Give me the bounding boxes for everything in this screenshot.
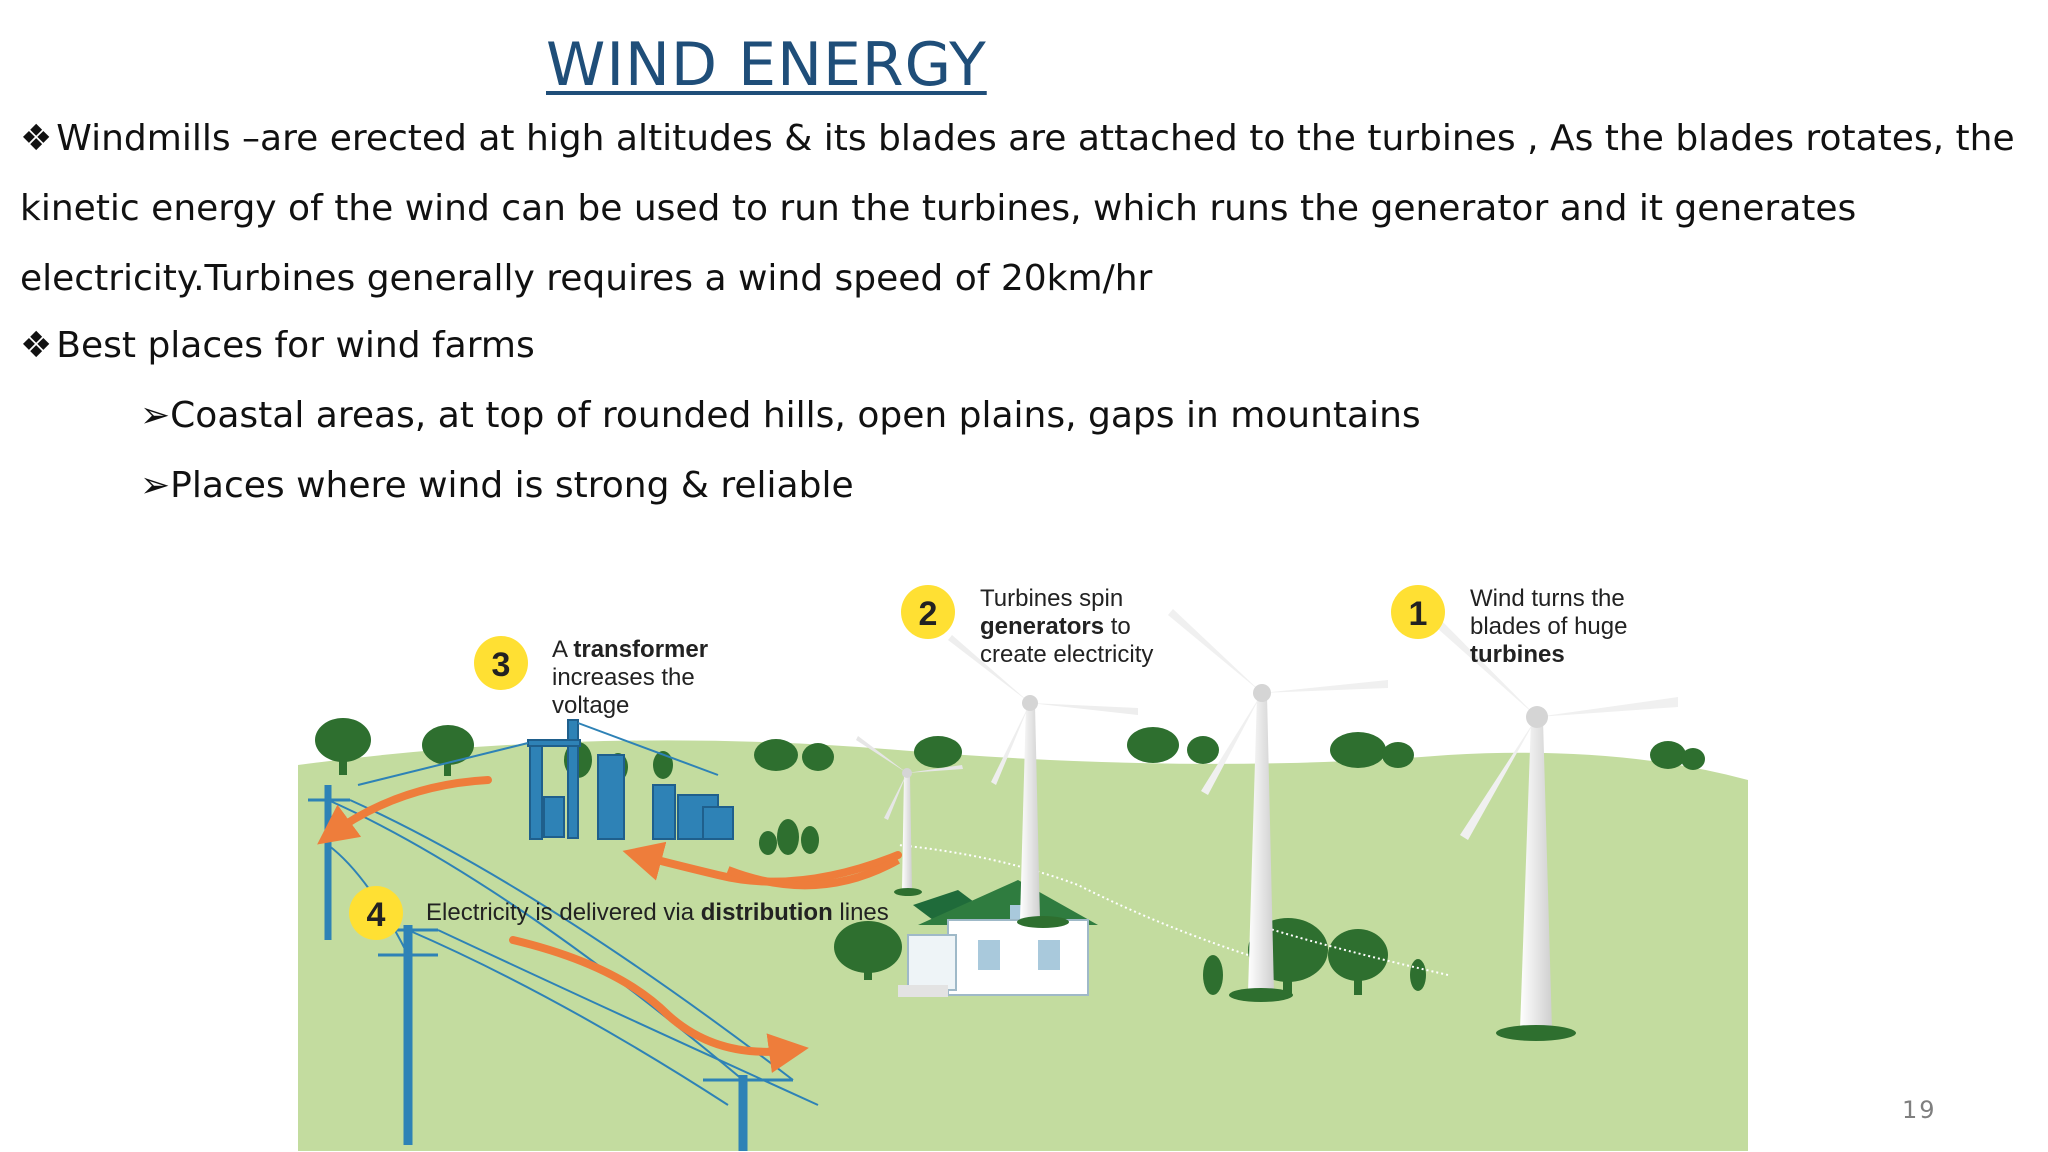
step-4-callout: 4 Electricity is delivered via distribut… bbox=[349, 886, 889, 940]
step-2-line-2-bold: generators bbox=[980, 613, 1104, 640]
diamond-bullet-icon: ❖ bbox=[20, 118, 53, 159]
step-3-badge bbox=[474, 636, 528, 690]
wind-turbine-large bbox=[1168, 609, 1388, 993]
step-3-number: 3 bbox=[492, 646, 511, 684]
step-4-plain-after: lines bbox=[833, 899, 889, 926]
transformer-station bbox=[357, 719, 734, 840]
house bbox=[898, 880, 1098, 997]
step-1-number: 1 bbox=[1409, 595, 1428, 633]
wind-turbine-front bbox=[1428, 613, 1678, 1030]
paragraph-windmills-text: Windmills –are erected at high altitudes… bbox=[20, 118, 2015, 299]
page-number: 19 bbox=[1902, 1096, 1937, 1124]
step-3-line-1-plain: A bbox=[552, 636, 573, 663]
step-4-number: 4 bbox=[367, 896, 386, 934]
step-2-line-2-plain: to bbox=[1104, 613, 1131, 640]
svg-text:Electricity is delivered via d: Electricity is delivered via distributio… bbox=[426, 899, 889, 926]
arrow-turbine-to-transformer bbox=[622, 841, 902, 886]
svg-text:A transformer increases: A transformer increases the voltage bbox=[552, 636, 715, 719]
step-2-number: 2 bbox=[919, 595, 938, 633]
step-3-line-3: voltage bbox=[552, 692, 629, 719]
bullet-best-places-text: Best places for wind farms bbox=[56, 325, 535, 366]
step-2-badge bbox=[901, 585, 955, 639]
step-1-callout: 1 Wind turns the blades of huge turbines bbox=[1391, 585, 1634, 668]
svg-text:Turbines spin generators: Turbines spin generators to create elect… bbox=[980, 585, 1153, 668]
step-1-badge bbox=[1391, 585, 1445, 639]
step-1-line-1: Wind turns the bbox=[1470, 585, 1625, 612]
arrow-generator bbox=[726, 856, 900, 890]
energy-flow-arrows bbox=[317, 776, 902, 1073]
grass-tufts bbox=[894, 888, 1576, 1041]
wind-turbine-small bbox=[856, 736, 963, 890]
step-2-line-3: create electricity bbox=[980, 641, 1153, 668]
arrow-bullet-icon: ➢ bbox=[140, 465, 171, 506]
sub-bullet-coastal: ➢Coastal areas, at top of rounded hills,… bbox=[140, 390, 1421, 442]
bullet-best-places: ❖Best places for wind farms bbox=[20, 320, 535, 372]
step-4-bold: distribution bbox=[701, 899, 833, 926]
step-1-line-3: turbines bbox=[1470, 641, 1565, 668]
step-3-line-1-bold: transformer bbox=[573, 636, 708, 663]
sub-bullet-coastal-text: Coastal areas, at top of rounded hills, … bbox=[170, 395, 1421, 436]
sub-bullet-reliable-text: Places where wind is strong & reliable bbox=[170, 465, 854, 506]
wind-farm-diagram: 1 Wind turns the blades of huge turbines… bbox=[298, 585, 1748, 1151]
sub-bullet-reliable: ➢Places where wind is strong & reliable bbox=[140, 460, 854, 512]
diamond-bullet-icon: ❖ bbox=[20, 325, 53, 366]
arrow-to-house bbox=[509, 936, 809, 1073]
arrow-bullet-icon: ➢ bbox=[140, 395, 171, 436]
arrow-transformer-to-poles bbox=[317, 776, 492, 845]
step-3-line-2: increases the bbox=[552, 664, 695, 691]
step-4-plain: Electricity is delivered via bbox=[426, 899, 701, 926]
step-2-callout: 2 Turbines spin generators to create ele… bbox=[901, 585, 1153, 668]
step-4-badge bbox=[349, 886, 403, 940]
slide-title: WIND ENERGY bbox=[546, 30, 987, 100]
paragraph-windmills: ❖Windmills –are erected at high altitude… bbox=[20, 104, 2030, 314]
step-2-line-1: Turbines spin bbox=[980, 585, 1123, 612]
step-3-callout: 3 A transformer increases the voltage bbox=[474, 636, 715, 719]
turbine-cable-2 bbox=[1257, 924, 1449, 976]
wind-turbine-medium bbox=[948, 635, 1138, 920]
svg-text:Wind turns the blades of: Wind turns the blades of huge turbines bbox=[1470, 585, 1634, 668]
step-1-line-2: blades of huge bbox=[1470, 613, 1627, 640]
